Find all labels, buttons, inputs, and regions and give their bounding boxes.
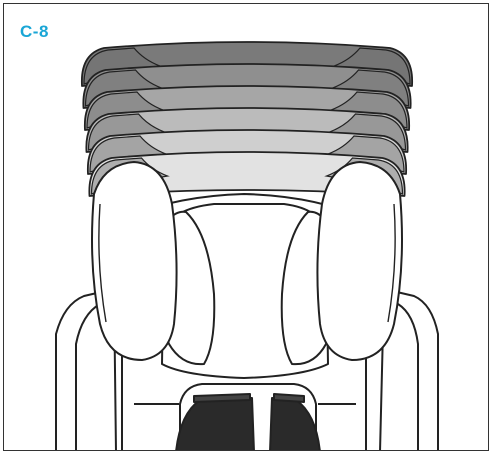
car-seat-illustration	[4, 4, 489, 451]
strap-guide-left	[194, 394, 250, 402]
harness-slots	[176, 384, 320, 451]
strap-guide-right	[274, 394, 304, 402]
figure-frame: C-8	[3, 3, 489, 451]
wing-left	[92, 162, 177, 360]
wing-right	[317, 162, 402, 360]
